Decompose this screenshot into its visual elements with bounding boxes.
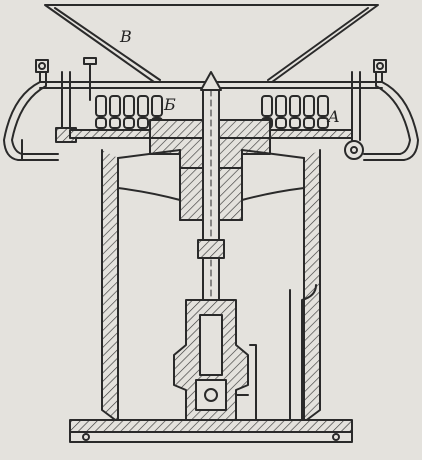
- left-housing: [3, 59, 59, 161]
- hopper-funnel: [44, 4, 379, 83]
- label-b: B: [119, 27, 132, 46]
- lower-bearing: [173, 299, 249, 421]
- right-posts: [344, 71, 364, 160]
- right-pipe: [289, 284, 317, 421]
- label-be: Б: [163, 95, 176, 114]
- label-a: A: [326, 107, 340, 126]
- base-plate: [69, 419, 353, 443]
- right-housing: [363, 59, 419, 161]
- adjusting-screw: [83, 57, 97, 101]
- right-cups: [261, 95, 329, 129]
